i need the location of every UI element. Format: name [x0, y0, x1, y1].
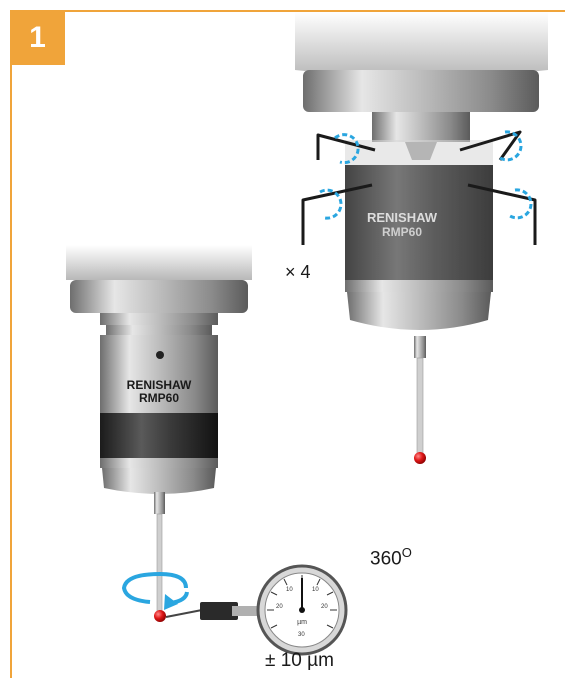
- gauge-scale-10-left: 10: [286, 587, 293, 593]
- left-probe-upper-body: [100, 335, 218, 413]
- gauge-scale-20-right: 20: [321, 604, 328, 610]
- left-holder-flange: [70, 280, 248, 313]
- right-probe-model: RMP60: [382, 225, 422, 239]
- right-holder-flange: [303, 70, 539, 112]
- hex-key-quantity-label: × 4: [285, 262, 311, 282]
- left-probe-brand: RENISHAW: [127, 378, 192, 392]
- rotation-unit: O: [401, 545, 412, 560]
- rotation-value: 360: [370, 548, 402, 570]
- tolerance-label: ± 10 µm: [265, 650, 334, 671]
- right-stylus-ball: [414, 452, 426, 464]
- gauge-scale-30: 30: [298, 632, 305, 638]
- right-spindle-face: [295, 12, 548, 77]
- right-probe: RENISHAW RMP60: [295, 12, 548, 464]
- right-probe-brand: RENISHAW: [367, 210, 438, 225]
- left-probe-band: [100, 458, 218, 468]
- gauge-scale-10-right: 10: [312, 587, 319, 593]
- right-probe-base: [347, 292, 491, 330]
- left-holder-ring: [106, 325, 212, 335]
- rotation-label: 360O: [370, 545, 412, 570]
- step-number-badge: 1: [10, 10, 65, 65]
- left-probe-model: RMP60: [139, 391, 179, 405]
- left-stylus-holder: [154, 492, 165, 514]
- right-stylus-shaft: [416, 357, 424, 455]
- step-frame: [10, 10, 565, 678]
- rotation-arrow-icon: [121, 571, 189, 610]
- left-probe-window: [100, 413, 218, 458]
- left-probe: RENISHAW RMP60: [66, 245, 252, 622]
- adjust-arrow-icon: [319, 130, 533, 220]
- right-holder-neck: [372, 112, 470, 142]
- dial-gauge-icon: 10 20 30 20 10 µm: [165, 564, 348, 656]
- gauge-scale-20-left: 20: [276, 604, 283, 610]
- right-stylus-holder: [414, 336, 426, 358]
- left-holder-neck: [100, 313, 218, 325]
- gauge-holder: [200, 602, 238, 620]
- right-probe-cover-top: [345, 140, 493, 165]
- right-probe-band: [345, 280, 493, 292]
- hex-key-icon: [301, 130, 537, 245]
- left-stylus-ball: [154, 610, 166, 622]
- gauge-contact-arm: [165, 609, 203, 618]
- gauge-stem: [232, 606, 258, 616]
- left-probe-base: [102, 468, 216, 494]
- left-stylus-shaft: [156, 513, 163, 615]
- left-probe-led-window: [156, 351, 164, 359]
- gauge-unit: µm: [297, 619, 307, 626]
- left-spindle-face: [66, 245, 252, 280]
